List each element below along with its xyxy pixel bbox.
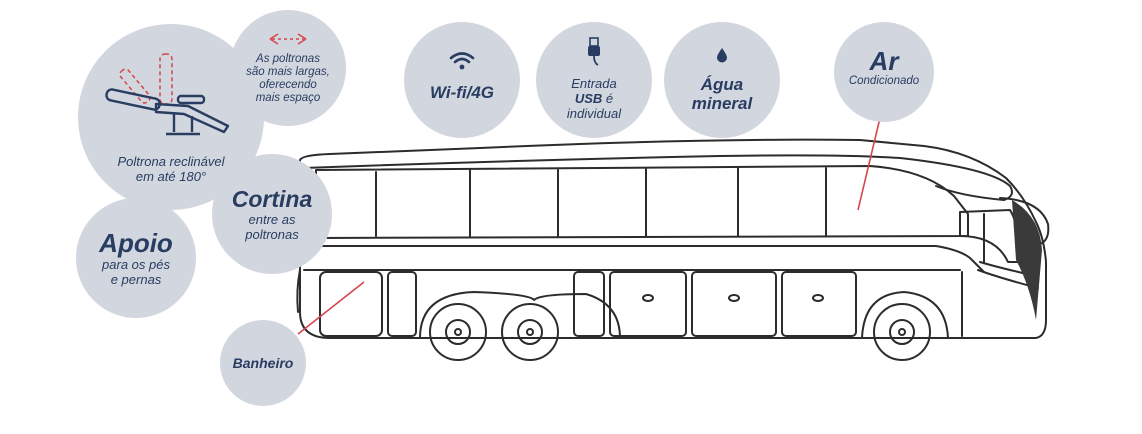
agua-line-2: mineral	[691, 94, 753, 113]
agua-bubble: Água mineral	[664, 22, 780, 138]
ar-subtitle: Condicionado	[848, 74, 920, 87]
apoio-bubble: Apoio para os pés e pernas	[76, 198, 196, 318]
usb-plug-icon	[588, 37, 600, 66]
ar-title: Ar	[869, 45, 899, 76]
water-drop-icon	[717, 48, 727, 63]
usb-line-1: Entrada	[571, 75, 617, 91]
bus-body-outline	[299, 138, 1047, 339]
poltronas-largas-bubble: As poltronas são mais largas, oferecendo…	[230, 10, 346, 126]
apoio-line-2: e pernas	[110, 272, 162, 287]
poltrona-line-1: Poltrona reclinável	[117, 154, 225, 169]
largas-line-4: mais espaço	[255, 92, 321, 104]
width-arrows-icon	[269, 33, 307, 45]
cortina-line-2: poltronas	[245, 227, 299, 242]
ar-bubble: Ar Condicionado	[834, 22, 934, 122]
cortina-line-1: entre as	[248, 212, 296, 227]
ar-pointer-line	[857, 117, 881, 211]
largas-line-3: oferecendo	[259, 79, 317, 91]
cortina-bubble: Cortina entre as poltronas	[212, 154, 332, 274]
window-band	[315, 165, 969, 239]
banheiro-bubble: Banheiro	[220, 320, 306, 406]
usb-line-2: USB é	[575, 91, 613, 106]
agua-line-1: Água	[700, 75, 744, 94]
largas-line-1: As poltronas	[256, 53, 320, 65]
wifi-icon	[449, 52, 475, 70]
apoio-line-1: para os pés	[102, 257, 170, 272]
apoio-title: Apoio	[99, 228, 173, 258]
usb-bubble: Entrada USB é individual	[536, 22, 652, 138]
wifi-bubble: Wi-fi/4G	[404, 22, 520, 138]
poltrona-line-2: em até 180°	[135, 169, 207, 184]
largas-line-2: são mais largas,	[246, 66, 330, 78]
usb-line-2-bold: USB	[574, 90, 603, 106]
reclining-seat-icon	[105, 53, 230, 136]
banheiro-title: Banheiro	[232, 355, 294, 371]
usb-line-2-rest: é	[602, 90, 614, 106]
usb-line-3: individual	[566, 105, 622, 121]
wifi-title: Wi-fi/4G	[429, 82, 495, 102]
front-trim	[1012, 200, 1042, 320]
banheiro-pointer-line	[297, 281, 365, 335]
cortina-title: Cortina	[231, 186, 313, 212]
